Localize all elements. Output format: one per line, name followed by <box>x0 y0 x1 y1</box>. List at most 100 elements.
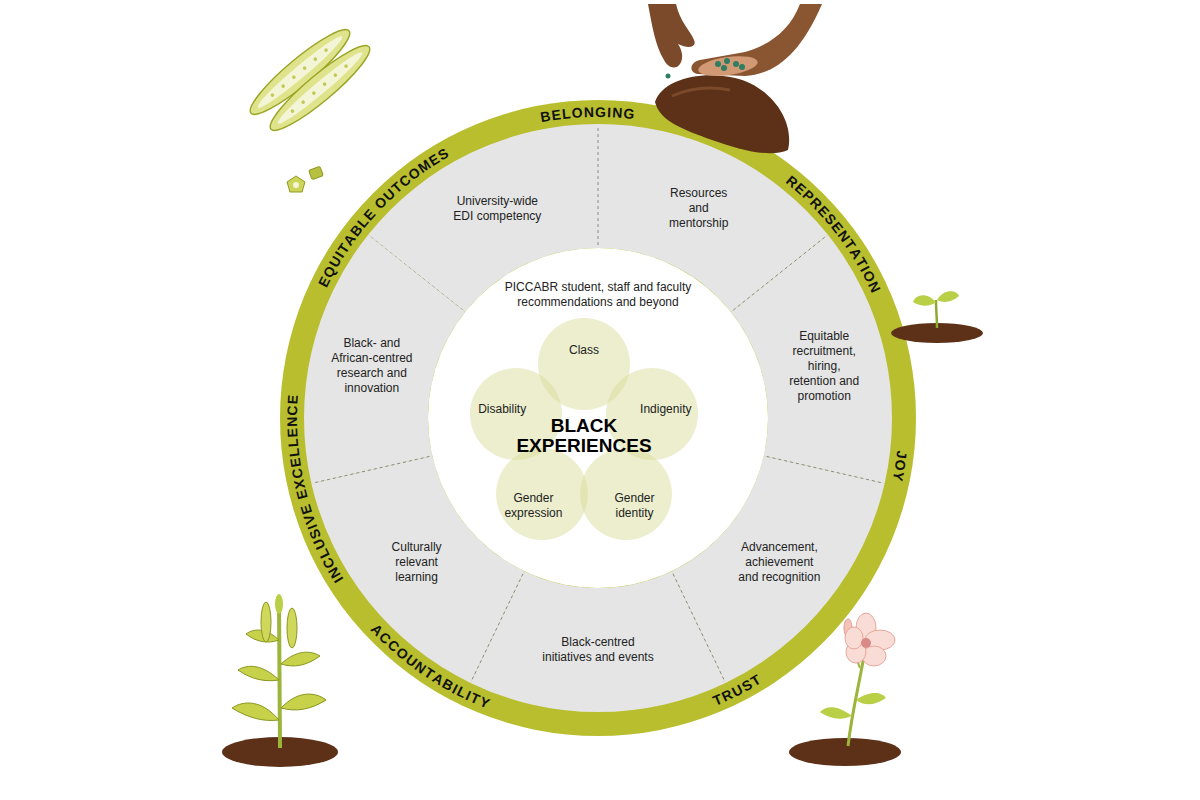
okra-pods <box>287 176 305 192</box>
ring-letter: N <box>612 105 623 120</box>
okra-pods <box>322 82 327 87</box>
segment-divider <box>370 237 462 311</box>
hands-planting-seeds <box>697 53 759 79</box>
segment-label: Culturally relevant learning <box>387 540 447 585</box>
hands-planting-seeds <box>715 61 721 67</box>
segment-divider <box>733 237 825 311</box>
okra-pods <box>302 66 307 71</box>
ring-letter: E <box>551 107 562 122</box>
flowering-plant <box>789 738 901 766</box>
okra-plant <box>287 608 297 648</box>
sprout <box>891 291 983 343</box>
hands-planting-seeds <box>733 61 739 67</box>
okra-pods <box>313 57 318 62</box>
segment-shape <box>470 571 725 712</box>
ring-letter: J <box>894 450 909 459</box>
identity-circle-shape <box>538 318 630 410</box>
ring-letter: Y <box>891 470 907 482</box>
okra-pods <box>263 37 378 139</box>
ring-letter: B <box>539 109 551 125</box>
ring-letter: O <box>893 459 909 472</box>
flowering-plant <box>848 630 860 668</box>
okra-pods <box>309 166 324 180</box>
ring-letter: C <box>285 405 299 415</box>
flowering-plant <box>856 613 876 643</box>
hands-planting-seeds <box>648 4 822 153</box>
segment-fill <box>470 571 725 712</box>
flowering-plant <box>789 613 901 766</box>
ring-letter: E <box>288 457 303 468</box>
segment-divider <box>472 574 523 680</box>
ring-letter: L <box>287 448 302 458</box>
okra-pods <box>281 84 286 89</box>
flowering-plant <box>862 646 886 666</box>
okra-plant <box>238 666 279 680</box>
flowering-plant <box>865 630 895 650</box>
hands-planting-seeds <box>739 64 745 70</box>
identity-circle-fill <box>538 318 630 410</box>
ring-letter: E <box>285 428 299 438</box>
okra-pods <box>333 73 338 78</box>
okra-plant <box>232 703 279 720</box>
okra-plant <box>222 594 338 767</box>
ring-letter: N <box>285 417 299 427</box>
identity-circle-fill <box>496 448 588 540</box>
identity-label: Gender identity <box>603 491 667 520</box>
okra-pods <box>243 21 358 123</box>
okra-plant <box>246 630 279 642</box>
identity-label: Indigenity <box>634 402 698 416</box>
okra-pods <box>243 21 358 123</box>
okra-pods <box>243 21 378 192</box>
segment-label: Advancement, achievement and recognition <box>736 540 822 585</box>
sprout <box>936 300 937 328</box>
okra-pods <box>270 93 275 98</box>
flowering-plant <box>856 693 886 704</box>
ring-letter: C <box>289 467 305 479</box>
okra-pods <box>293 182 299 188</box>
segment-divider <box>314 456 429 482</box>
center-title: BLACK EXPERIENCES <box>516 416 651 456</box>
okra-pods <box>324 48 329 53</box>
ring-letter: G <box>595 105 606 119</box>
okra-plant <box>261 602 271 642</box>
flowering-plant <box>861 638 871 648</box>
identity-circle: Class <box>538 318 630 410</box>
identity-circle: Gender identity <box>580 448 672 540</box>
hands-planting-seeds <box>672 88 730 96</box>
segment-label: University-wide EDI competency <box>447 194 547 224</box>
identity-label: Gender expression <box>501 491 565 520</box>
identity-circle-fill <box>580 448 672 540</box>
okra-pods <box>263 37 378 139</box>
ring-letter: G <box>623 106 635 121</box>
okra-plant <box>275 594 283 614</box>
okra-plant <box>281 652 320 666</box>
flowering-plant <box>845 627 863 649</box>
segment-label: Black- and African-centred research and … <box>329 336 415 396</box>
inner-circle: ClassIndigenityGender identity Gender exp… <box>428 248 768 588</box>
hands-planting-seeds <box>691 4 822 76</box>
identity-label: Disability <box>470 402 534 416</box>
segment-label: Equitable recruitment, hiring, retention… <box>786 329 862 404</box>
flowering-plant <box>846 641 866 663</box>
ring-letter: L <box>286 438 301 448</box>
segment-label: Black-centred initiatives and events <box>540 635 656 665</box>
segment-label: Resources and mentorship <box>666 186 732 231</box>
flowering-plant <box>844 619 852 637</box>
okra-pods <box>274 48 366 128</box>
segment-divider <box>598 127 599 245</box>
sprout <box>913 295 936 306</box>
hands-planting-seeds <box>666 74 671 79</box>
segment-divider <box>767 456 882 482</box>
okra-plant <box>279 604 280 748</box>
okra-pods <box>344 64 349 69</box>
ring-letter: E <box>294 488 310 501</box>
okra-pods <box>290 109 295 114</box>
okra-plant <box>281 694 326 710</box>
okra-pods <box>311 91 316 96</box>
flowering-plant <box>820 707 852 718</box>
hands-planting-seeds <box>648 4 695 67</box>
identity-circle: Gender expression <box>496 448 588 540</box>
segment-divider <box>673 574 724 680</box>
sprout <box>891 323 983 343</box>
